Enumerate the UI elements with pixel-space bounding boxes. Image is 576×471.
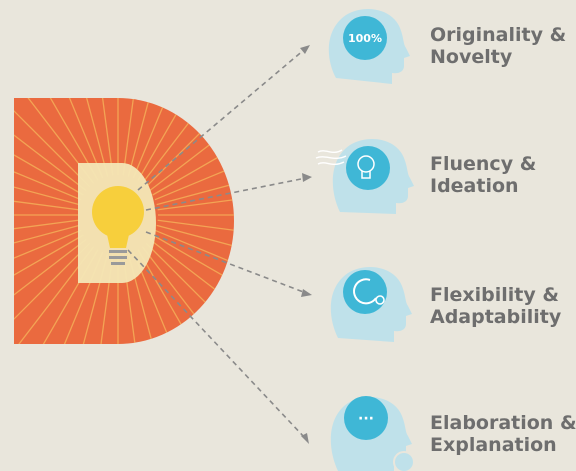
sunburst-ray (14, 98, 87, 192)
sunburst-ray (127, 98, 186, 177)
sunburst-ray (157, 180, 234, 211)
head-lightbulb-icon (315, 138, 414, 214)
sunburst-ray (14, 234, 84, 344)
sunburst-ray (50, 98, 109, 177)
sunburst-ray (127, 253, 186, 344)
thought-bubble-small (393, 451, 415, 471)
sunburst-ray (50, 253, 109, 344)
head-speech-icon: ··· (330, 396, 415, 471)
sunburst-ray (14, 180, 79, 211)
trait-label-line2: Explanation (430, 434, 557, 456)
sunburst-ray (14, 98, 84, 196)
speech-dots: ··· (358, 411, 374, 427)
sunburst-ray (156, 224, 234, 283)
trait-label-flexibility: Flexibility & Adaptability (430, 284, 561, 328)
sunburst-rays (14, 98, 234, 344)
trait-label-line1: Elaboration & (430, 412, 576, 434)
sunburst-ray (157, 219, 234, 250)
arrowhead-3 (301, 289, 312, 297)
sunburst-ray (122, 254, 153, 344)
sunburst-ray (14, 114, 82, 201)
arrowhead-1 (300, 45, 310, 54)
sunburst-ray (14, 238, 87, 344)
sunburst-ray (14, 242, 91, 344)
trait-label-fluency: Fluency & Ideation (430, 153, 536, 197)
arrow-to-fluency (145, 177, 307, 211)
sunburst-ray (137, 98, 234, 181)
sunburst-ray (156, 147, 234, 206)
sunburst-ray (152, 98, 234, 196)
trait-label-line2: Ideation (430, 175, 519, 197)
sunburst-ray (145, 98, 234, 188)
sunburst-ray (132, 98, 219, 179)
head-flexibility-icon (330, 266, 412, 342)
arrowhead-4 (301, 433, 309, 444)
sunburst-ray (132, 251, 219, 344)
trait-label-originality: Originality & Novelty (430, 24, 566, 68)
d-letter-shape (14, 98, 234, 344)
sunburst-ray (14, 219, 79, 250)
arrow-to-elaboration (127, 249, 306, 439)
sunburst-ray (14, 98, 99, 181)
sunburst-ray (14, 147, 80, 206)
sunburst-ray (122, 98, 153, 176)
trait-label-line2: Novelty (430, 46, 513, 68)
trait-label-elaboration: Elaboration & Explanation (430, 412, 576, 456)
sunburst-ray (14, 224, 80, 283)
sunburst-ray (149, 98, 234, 192)
sunburst-ray (17, 251, 104, 344)
sunburst-ray (17, 98, 104, 179)
sunburst-ray (14, 246, 95, 344)
light-bulb-icon (92, 186, 144, 265)
arrowhead-2 (302, 173, 312, 182)
arrow-to-flexibility (145, 231, 307, 294)
sunburst-ray (137, 249, 234, 344)
arrowheads (300, 45, 312, 444)
arrows (127, 48, 307, 439)
wind-lines-icon (315, 149, 347, 165)
sunburst-ray (141, 98, 234, 184)
sunburst-ray (83, 254, 114, 344)
arrow-to-originality (137, 48, 306, 191)
sunburst-ray (154, 114, 234, 201)
trait-label-line1: Fluency & (430, 153, 537, 175)
percent-badge: 100% (348, 32, 382, 45)
head-percent-icon: 100% (328, 8, 410, 85)
trait-label-line2: Adaptability (430, 306, 562, 328)
sunburst-ray (154, 229, 234, 316)
sunburst-ray (149, 238, 234, 344)
sunburst-ray (14, 98, 91, 188)
sunburst-ray (14, 229, 82, 316)
trait-label-line1: Originality & (430, 24, 567, 46)
sunburst-ray (152, 234, 234, 344)
sunburst-ray (14, 98, 95, 184)
trait-label-line1: Flexibility & (430, 284, 559, 306)
sunburst-ray (83, 98, 114, 176)
